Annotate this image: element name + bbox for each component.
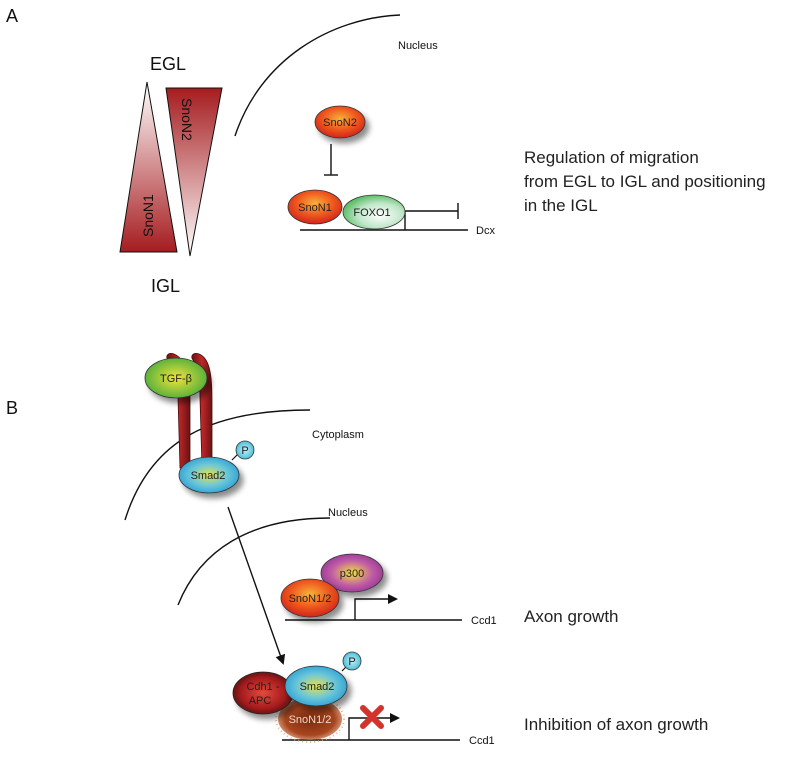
phosphate-label-top: P xyxy=(241,445,248,457)
snon12-protein-degraded xyxy=(278,698,342,740)
dcx-label: Dcx xyxy=(476,225,495,237)
igl-label: IGL xyxy=(151,276,180,296)
egl-label: EGL xyxy=(150,54,186,74)
snon12-label-top: SnoN1/2 xyxy=(289,593,332,605)
cdh1-label-line1: Cdh1 - xyxy=(246,681,279,693)
tgf-beta-ligand xyxy=(144,357,208,399)
smad2-label-top: Smad2 xyxy=(191,470,226,482)
snon2-protein-label: SnoN2 xyxy=(323,117,357,129)
phosphate-bottom xyxy=(342,651,362,671)
block-x-icon xyxy=(360,705,384,729)
snon12-label-bottom: SnoN1/2 xyxy=(289,714,332,726)
cdh1-label-line2: APC xyxy=(249,695,272,707)
snon1-triangle-label: SnoN1 xyxy=(140,194,156,237)
nuclear-membrane xyxy=(177,517,331,606)
foxo1-label: FOXO1 xyxy=(353,207,390,219)
tgf-beta-label: TGF-β xyxy=(160,373,192,385)
ccd1-label-top: Ccd1 xyxy=(471,615,497,627)
smad2-protein-bottom xyxy=(284,665,348,707)
snon12-protein-top xyxy=(280,578,340,618)
inhibition-label: Inhibition of axon growth xyxy=(524,715,708,734)
panel-a-label: A xyxy=(6,6,18,26)
nucleus-label-a: Nucleus xyxy=(398,40,438,52)
p300-protein xyxy=(320,553,384,593)
smad2-protein-top xyxy=(178,456,240,494)
snon2-protein xyxy=(314,105,366,139)
cytoplasm-label: Cytoplasm xyxy=(312,429,364,441)
panel-a-description-line3: in the IGL xyxy=(524,196,598,215)
nucleus-label-b: Nucleus xyxy=(328,507,368,519)
smad2-translocation-arrow xyxy=(227,506,286,665)
panel-a-description-line2: from EGL to IGL and positioning xyxy=(524,172,766,191)
snon1-protein-label: SnoN1 xyxy=(298,202,332,214)
panel-a-description-line1: Regulation of migration xyxy=(524,148,699,167)
snon2-gradient-triangle xyxy=(165,87,223,257)
axon-growth-label: Axon growth xyxy=(524,607,619,626)
ccd1-promoter-arrow-top xyxy=(354,594,398,620)
smad2-label-bottom: Smad2 xyxy=(300,681,335,693)
phosphate-label-bottom: P xyxy=(348,656,355,668)
cdh1-apc-complex xyxy=(232,671,294,715)
p300-label: p300 xyxy=(340,568,364,580)
ccd1-label-bottom: Ccd1 xyxy=(469,735,495,747)
ccd1-promoter-arrow-bottom xyxy=(348,713,400,740)
phosphate-top xyxy=(235,440,255,460)
panel-b-label: B xyxy=(6,398,18,418)
nucleus-membrane-a xyxy=(234,14,401,137)
foxo1-protein xyxy=(342,194,406,230)
snon1-gradient-triangle xyxy=(119,81,178,253)
snon1-protein xyxy=(287,189,343,225)
snon2-triangle-label: SnoN2 xyxy=(179,98,195,141)
dcx-promoter-repression xyxy=(404,210,458,230)
snon12-degradation-halo xyxy=(275,695,345,743)
